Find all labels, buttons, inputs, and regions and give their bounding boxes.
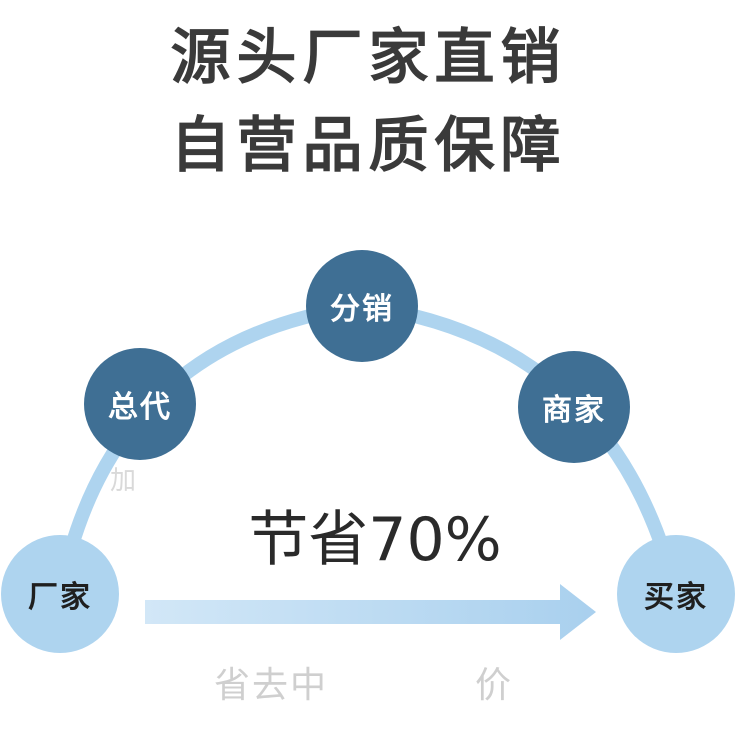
title-line-2: 自营品质保障: [170, 111, 567, 181]
node-maijia: 买家: [617, 535, 735, 653]
node-changjia: 厂家: [1, 535, 119, 653]
title-line-1: 源头厂家直销: [170, 23, 567, 93]
faded-text-bottom-left: 省去中: [214, 665, 329, 706]
faded-text-bottom-right: 价: [475, 665, 512, 706]
faded-text-left: 加: [110, 466, 137, 496]
node-zongdai: 总代: [84, 348, 196, 460]
savings-label: 节省70%: [248, 505, 502, 575]
direct-arrow: [145, 584, 596, 640]
node-fenxiao: 分销: [306, 250, 418, 362]
node-shangjia: 商家: [518, 351, 630, 463]
